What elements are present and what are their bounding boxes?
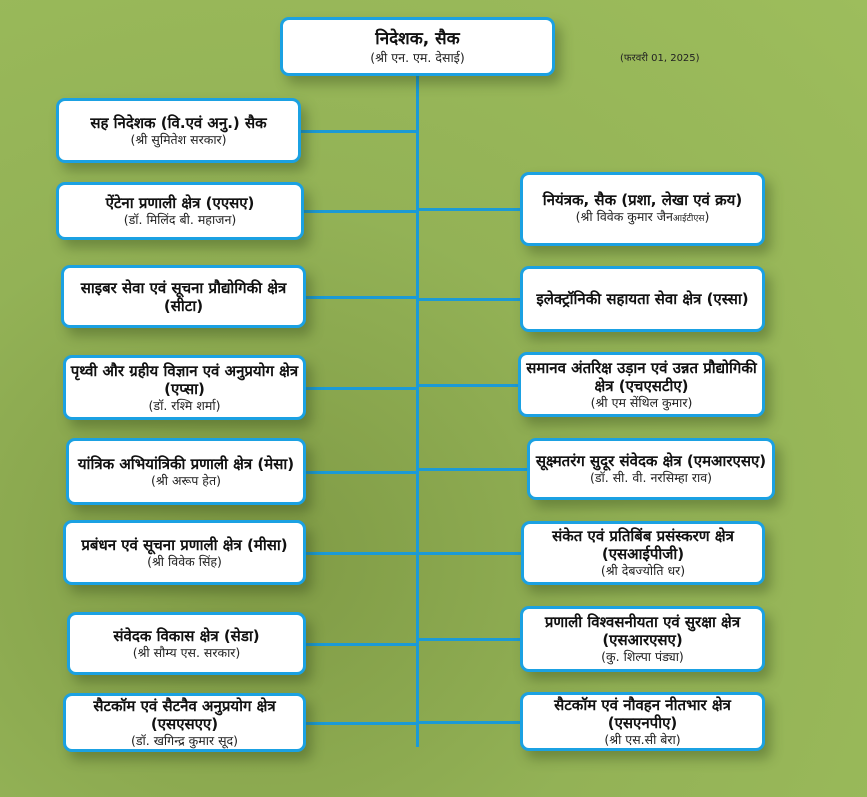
head-name-text: (श्री विवेक सिंह) xyxy=(147,553,222,569)
connector-line xyxy=(304,210,416,213)
unit-head-name: (डॉ. सी. वी. नरसिम्हा राव) xyxy=(590,470,712,486)
unit-head-name: (श्री अरूप हेत) xyxy=(151,473,221,489)
connector-line xyxy=(306,642,416,646)
unit-title: ऐंटेना प्रणाली क्षेत्र (एएसए) xyxy=(105,194,255,212)
head-name-suffix: आईटीएस xyxy=(672,214,705,224)
director-box: निदेशक, सैक (श्री एन. एम. देसाई) xyxy=(280,17,555,76)
unit-title: प्रबंधन एवं सूचना प्रणाली क्षेत्र (मीसा) xyxy=(81,535,288,554)
unit-head-name: (श्री सुमितेश सरकार) xyxy=(130,132,226,148)
head-name-text: (डॉ. रश्मि शर्मा) xyxy=(148,397,221,413)
head-name-text: (श्री एम सेंथिल कुमार) xyxy=(590,394,693,410)
left-unit-box: संवेदक विकास क्षेत्र (सेडा)(श्री सौम्य ए… xyxy=(67,612,306,675)
chart-date: (फरवरी 01, 2025) xyxy=(620,53,700,64)
connector-line xyxy=(306,721,416,725)
unit-title: सह निदेशक (वि.एवं अनु.) सैक xyxy=(90,113,267,132)
unit-title: संकेत एवं प्रतिबिंब प्रसंस्करण क्षेत्र (… xyxy=(552,527,734,563)
unit-title: सैटकॉम एवं सैटनैव अनुप्रयोग क्षेत्र (एसए… xyxy=(93,696,276,733)
head-name-text: (श्री अरूप हेत) xyxy=(151,472,221,488)
right-unit-box: सैटकॉम एवं नौवहन नीतभार क्षेत्र (एसएनपीए… xyxy=(520,692,765,751)
connector-line xyxy=(306,386,416,390)
connector-line xyxy=(306,295,416,299)
unit-title: सैटकॉम एवं नौवहन नीतभार क्षेत्र (एसएनपीए… xyxy=(554,695,731,732)
right-unit-box: सूक्ष्मतरंग सुदूर संवेदक क्षेत्र (एमआरएस… xyxy=(527,438,775,500)
connector-line xyxy=(419,552,521,555)
head-name-close: ) xyxy=(704,209,710,224)
unit-head-name: (कु. शिल्पा पंड्या) xyxy=(601,649,684,665)
connector-line xyxy=(419,720,520,724)
connector-line xyxy=(301,129,416,133)
connector-line xyxy=(419,383,518,387)
director-name: (श्री एन. एम. देसाई) xyxy=(370,49,465,65)
left-unit-box: पृथ्वी और ग्रहीय विज्ञान एवं अनुप्रयोग क… xyxy=(63,355,306,420)
right-unit-box: इलेक्ट्रॉनिकी सहायता सेवा क्षेत्र (एस्सा… xyxy=(520,266,765,332)
head-name-text: (डॉ. सी. वी. नरसिम्हा राव) xyxy=(589,470,713,485)
connector-line xyxy=(419,638,520,641)
head-name-text: (कु. शिल्पा पंड्या) xyxy=(601,649,684,664)
unit-head-name: (श्री देबज्योति धर) xyxy=(601,563,685,579)
unit-title: नियंत्रक, सैक (प्रशा, लेखा एवं क्रय) xyxy=(542,191,743,209)
unit-title: प्रणाली विश्वसनीयता एवं सुरक्षा क्षेत्र … xyxy=(544,613,741,649)
unit-head-name: (श्री एस.सी बेरा) xyxy=(604,732,680,748)
left-unit-box: प्रबंधन एवं सूचना प्रणाली क्षेत्र (मीसा)… xyxy=(63,520,306,585)
right-unit-box: समानव अंतरिक्ष उड़ान एवं उन्नत प्रौद्योग… xyxy=(518,352,765,417)
head-name-text: (श्री सौम्य एस. सरकार) xyxy=(132,644,241,660)
unit-head-name: (श्री सौम्य एस. सरकार) xyxy=(133,645,241,661)
right-unit-box: प्रणाली विश्वसनीयता एवं सुरक्षा क्षेत्र … xyxy=(520,606,765,672)
unit-title: यांत्रिक अभियांत्रिकी प्रणाली क्षेत्र (म… xyxy=(77,454,295,473)
unit-title: संवेदक विकास क्षेत्र (सेडा) xyxy=(113,626,260,645)
unit-title: साइबर सेवा एवं सूचना प्रौद्योगिकी क्षेत्… xyxy=(80,278,287,315)
left-unit-box: यांत्रिक अभियांत्रिकी प्रणाली क्षेत्र (म… xyxy=(66,438,306,505)
right-unit-box: संकेत एवं प्रतिबिंब प्रसंस्करण क्षेत्र (… xyxy=(521,521,765,585)
unit-head-name: (श्री विवेक सिंह) xyxy=(147,554,222,570)
unit-head-name: (डॉ. मिलिंद बी. महाजन) xyxy=(124,212,237,228)
connector-line xyxy=(419,208,520,211)
connector-line xyxy=(306,551,416,555)
unit-title: इलेक्ट्रॉनिकी सहायता सेवा क्षेत्र (एस्सा… xyxy=(536,290,749,308)
unit-head-name: (डॉ. रश्मि शर्मा) xyxy=(149,398,221,414)
unit-head-name: (श्री विवेक कुमार जैनआईटीएस) xyxy=(576,209,710,227)
left-unit-box: ऐंटेना प्रणाली क्षेत्र (एएसए)(डॉ. मिलिंद… xyxy=(56,182,304,240)
trunk-line xyxy=(416,75,419,747)
head-name-text: (डॉ. मिलिंद बी. महाजन) xyxy=(123,212,237,227)
left-unit-box: साइबर सेवा एवं सूचना प्रौद्योगिकी क्षेत्… xyxy=(61,265,306,328)
right-unit-box: नियंत्रक, सैक (प्रशा, लेखा एवं क्रय)(श्र… xyxy=(520,172,765,246)
connector-line xyxy=(419,468,527,471)
connector-line xyxy=(306,470,416,474)
left-unit-box: सैटकॉम एवं सैटनैव अनुप्रयोग क्षेत्र (एसए… xyxy=(63,693,306,752)
head-name-text: (श्री सुमितेश सरकार) xyxy=(130,131,227,147)
head-name-text: (डॉ. खगिन्द्र कुमार सूद) xyxy=(130,732,239,748)
unit-title: समानव अंतरिक्ष उड़ान एवं उन्नत प्रौद्योग… xyxy=(526,358,757,395)
unit-title: पृथ्वी और ग्रहीय विज्ञान एवं अनुप्रयोग क… xyxy=(70,361,299,398)
connector-line xyxy=(419,298,520,301)
head-name-text: (श्री एस.सी बेरा) xyxy=(604,731,681,747)
head-name-text: (श्री विवेक कुमार जैन xyxy=(575,209,673,224)
head-name-text: (श्री देबज्योति धर) xyxy=(600,563,686,578)
unit-title: सूक्ष्मतरंग सुदूर संवेदक क्षेत्र (एमआरएस… xyxy=(535,452,767,470)
director-title: निदेशक, सैक xyxy=(375,28,460,49)
unit-head-name: (श्री एम सेंथिल कुमार) xyxy=(591,395,693,411)
left-unit-box: सह निदेशक (वि.एवं अनु.) सैक(श्री सुमितेश… xyxy=(56,98,301,163)
unit-head-name: (डॉ. खगिन्द्र कुमार सूद) xyxy=(131,733,238,749)
